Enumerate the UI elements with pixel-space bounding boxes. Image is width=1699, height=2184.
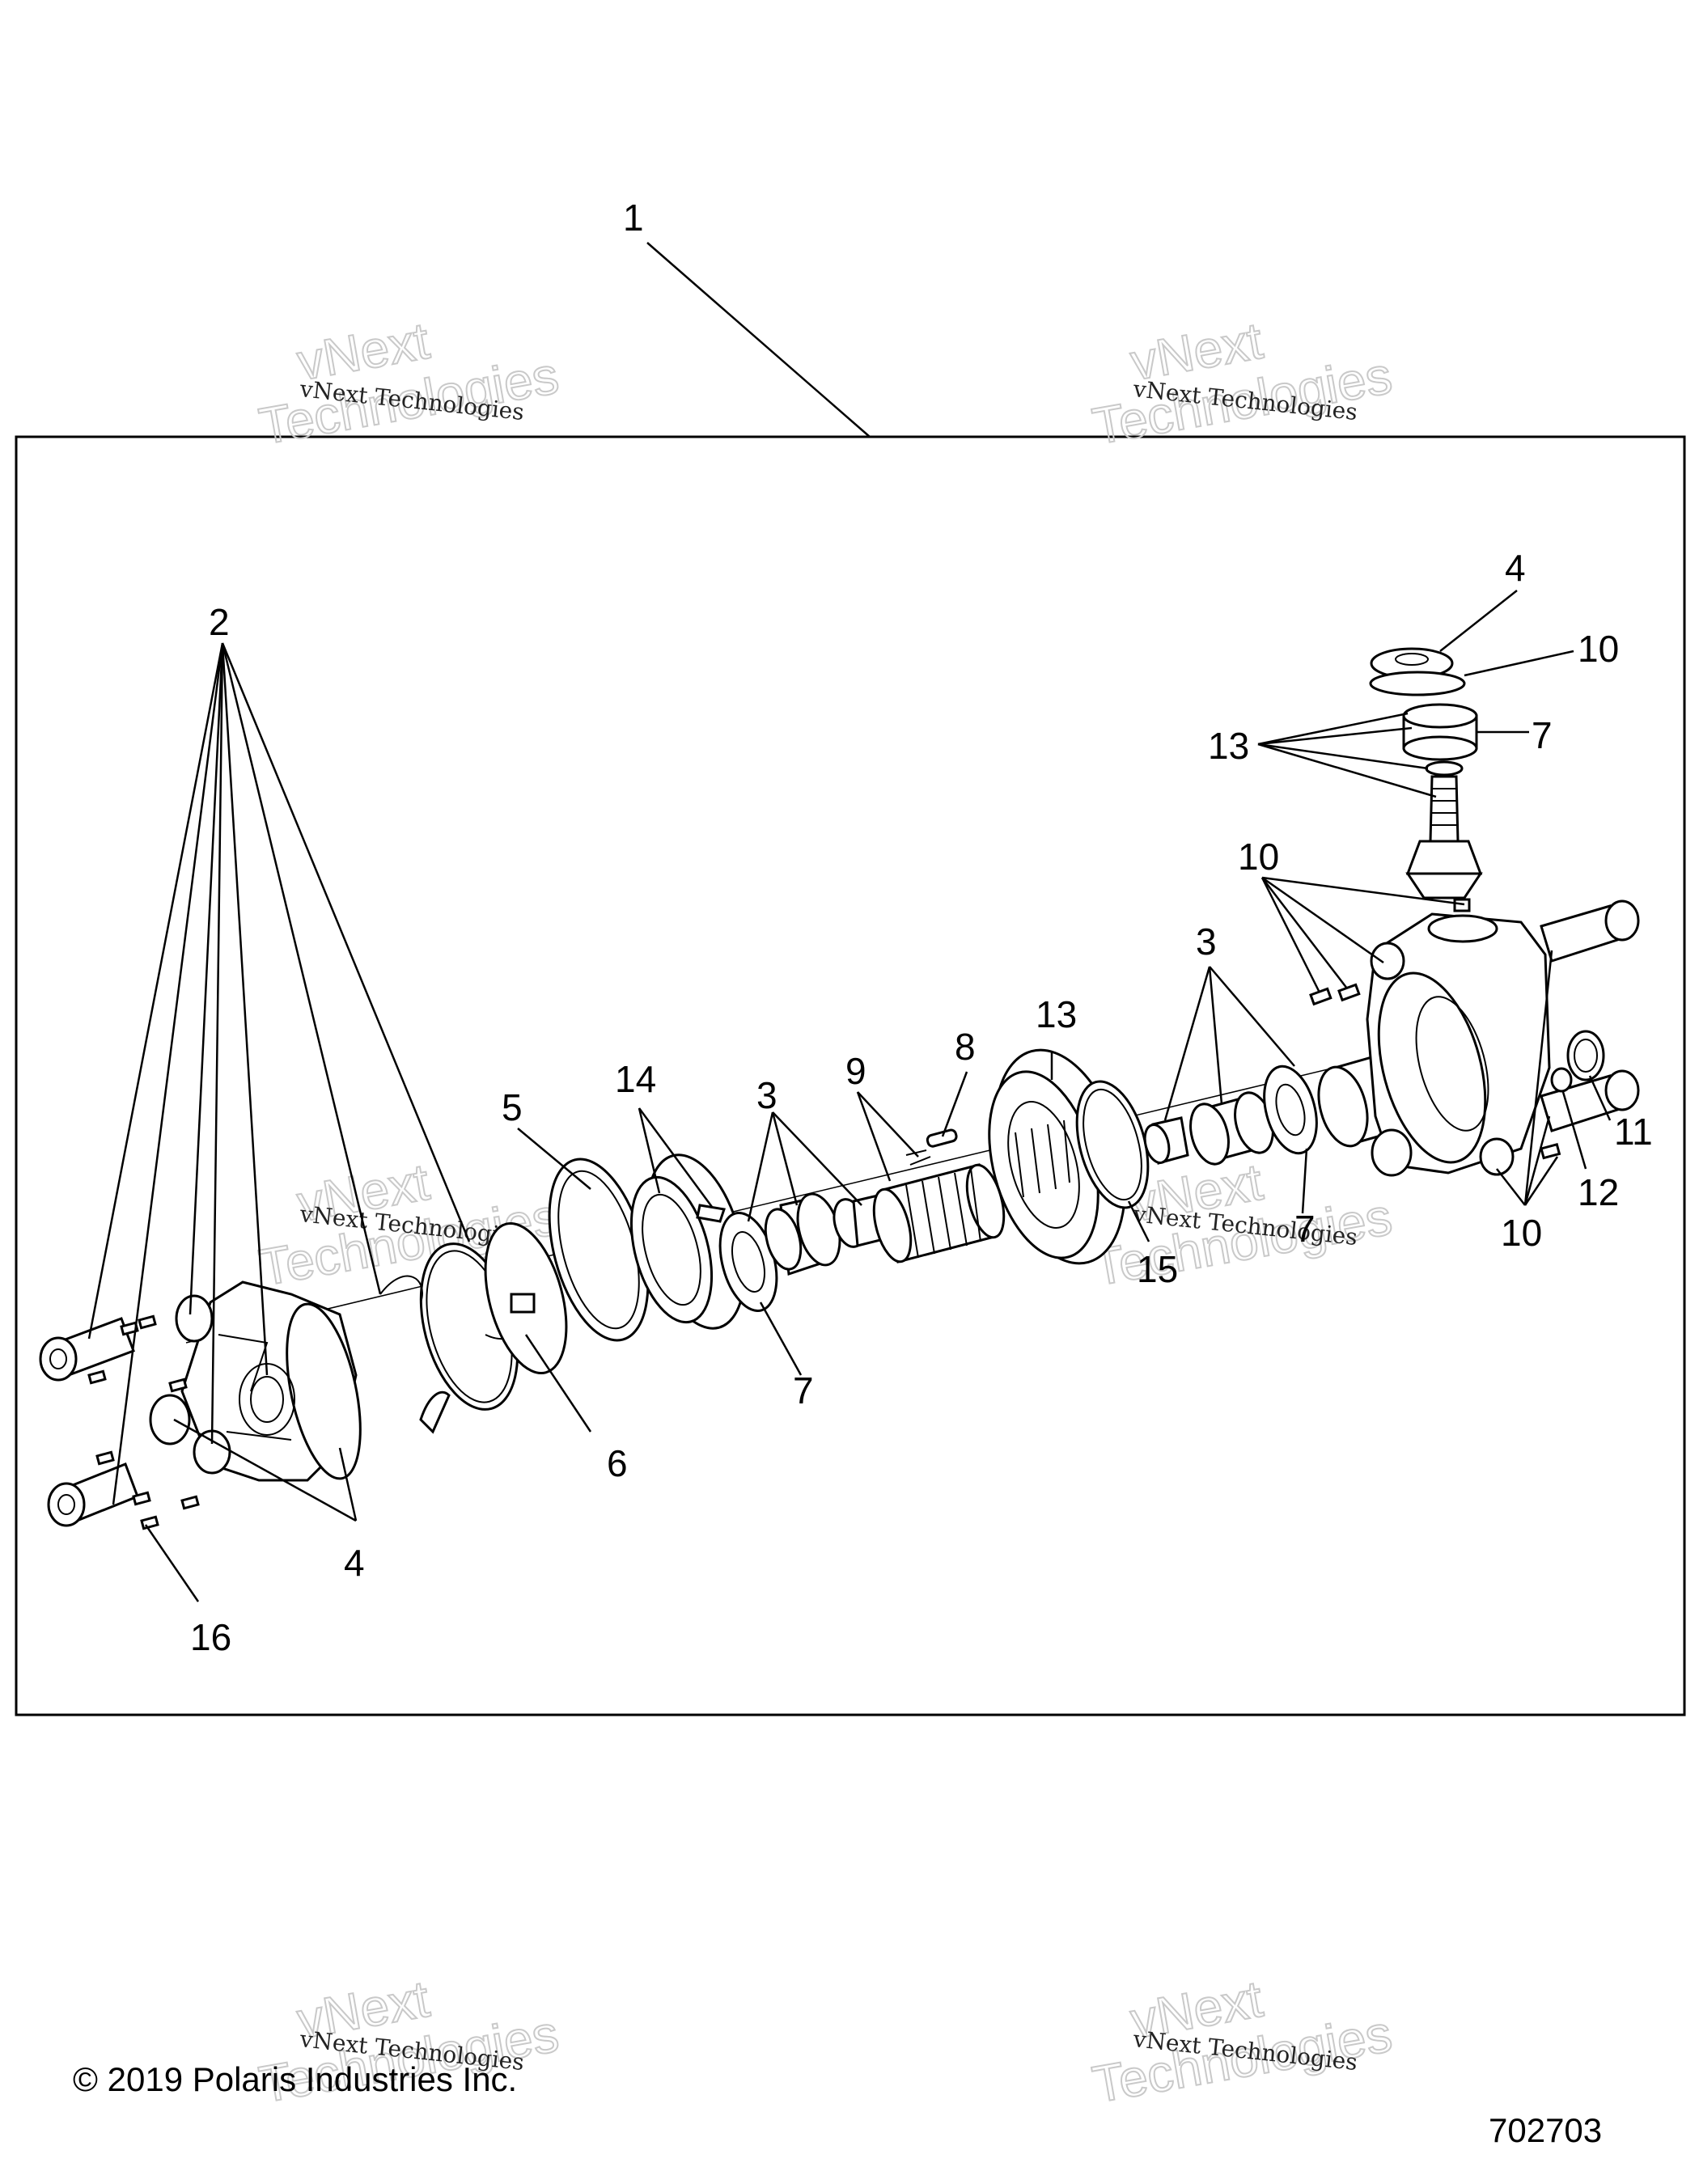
part-6-sensor [484,1222,568,1374]
callout-8: 8 [955,1026,976,1068]
copyright-text: © 2019 Polaris Industries Inc. [73,2060,517,2098]
watermark-top-right: vNext Technologies [1087,311,1396,457]
callout-13-top: 13 [1208,725,1249,767]
callout-3-center: 3 [756,1074,777,1116]
right-bearing-7 [1263,1064,1318,1155]
callout-5: 5 [502,1086,523,1128]
callout-11: 11 [1614,1111,1653,1153]
callout-4-top: 4 [1505,547,1526,589]
right-seal-11 [1566,1030,1605,1081]
callout-9: 9 [845,1050,866,1092]
part-8-pin [926,1128,958,1148]
center-bushing-3 [764,1192,841,1276]
pinion-shaft-13 [1405,760,1483,912]
callout-16: 16 [190,1616,231,1658]
pinion-snap-ring-10 [1369,671,1466,696]
part-9-roller-cage [872,1149,1006,1263]
callout-15: 15 [1137,1248,1178,1290]
callout-12: 12 [1578,1171,1619,1213]
callout-10-lower: 10 [1501,1212,1542,1254]
callout-6: 6 [607,1442,628,1484]
callout-labels: 1 2 3 3 4 4 5 6 7 7 7 8 9 10 10 10 11 12… [190,197,1653,1658]
watermark-bottom-right: vNext Technologies [1087,1969,1396,2115]
left-pin-lower [47,1462,139,1527]
right-housing [1366,912,1551,1177]
callout-7-right: 7 [1294,1208,1316,1250]
part-15-snap-ring [1075,1080,1150,1209]
callout-14: 14 [615,1058,656,1100]
right-pin-upper [1540,899,1640,963]
callout-7-center: 7 [793,1369,814,1412]
callout-2: 2 [209,601,230,643]
callout-7-top: 7 [1532,714,1553,756]
callout-1: 1 [623,197,644,239]
leader-lines [87,242,1612,1602]
left-pin-upper [39,1317,135,1382]
right-spacer-3 [1143,1116,1189,1165]
callout-10-top: 10 [1578,628,1619,670]
callout-4-bottom: 4 [344,1542,365,1584]
pinion-bearing-7 [1402,703,1478,761]
assembly-frame [15,435,1686,1716]
drawing-number: 702703 [1489,2111,1602,2149]
callout-3-right: 3 [1196,921,1217,963]
callout-10-upper: 10 [1238,836,1279,878]
left-cover-housing [149,1280,362,1482]
right-fitting-12 [1540,1067,1573,1160]
watermark-top-left: vNext Technologies [254,311,563,457]
callout-13-ring: 13 [1036,993,1077,1035]
assembly-axis [185,1018,1538,1344]
